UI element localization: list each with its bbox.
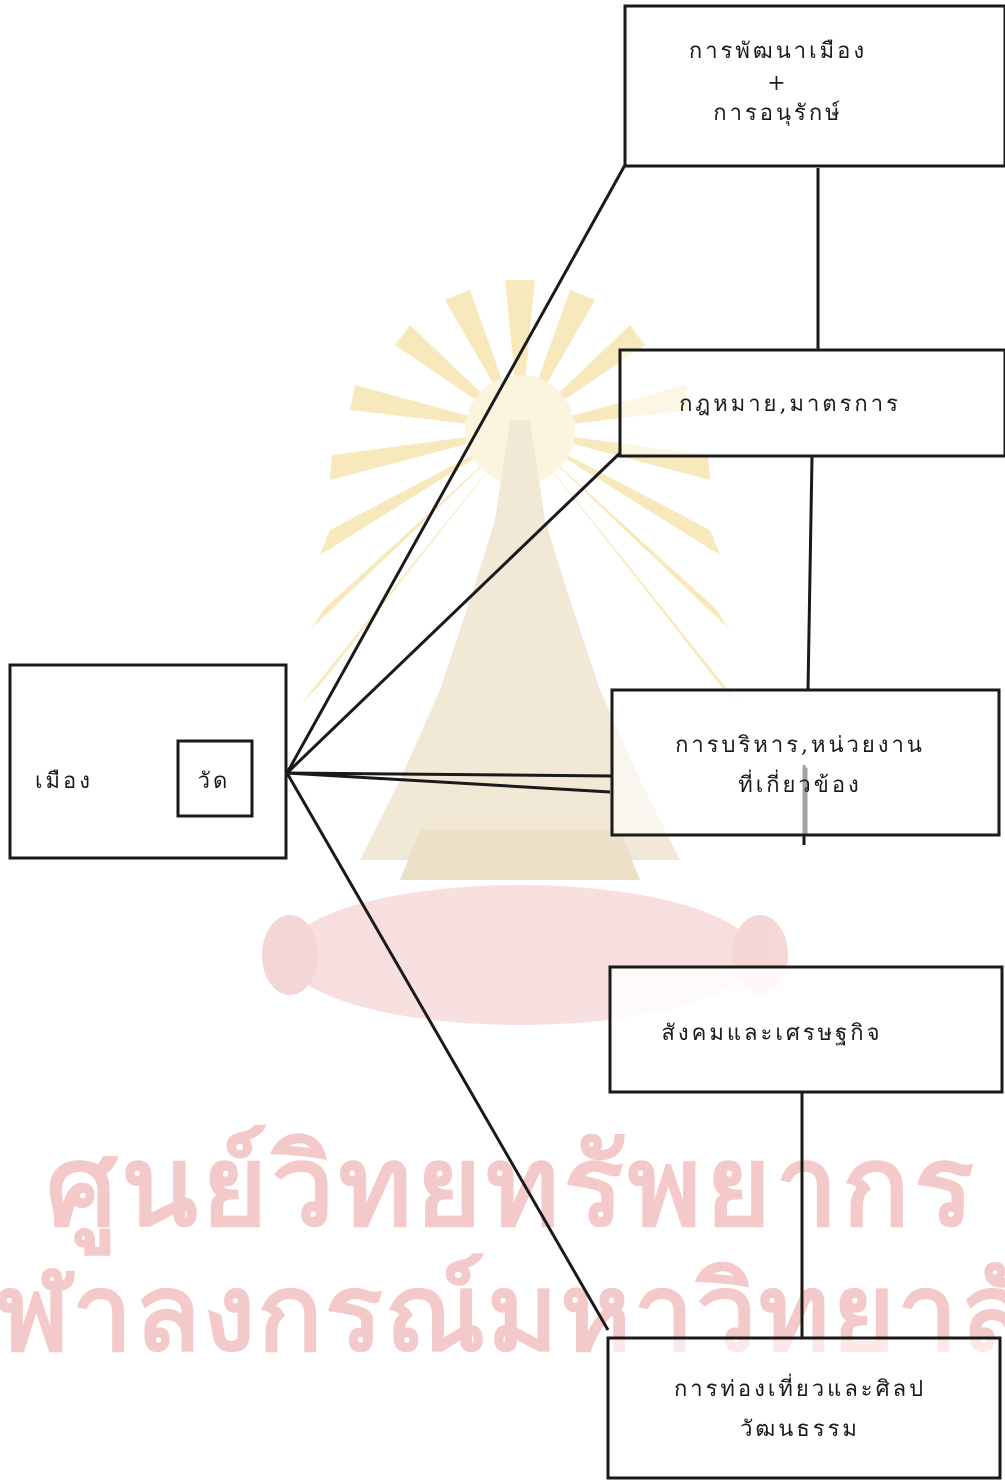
node-dev-conservation-line-2: + — [767, 71, 788, 96]
node-administration-line-1: การบริหาร,หน่วยงาน — [675, 733, 925, 758]
node-tourism-culture-line-1: การท่องเที่ยวและศิลป — [674, 1373, 926, 1402]
node-society-economy-frame-final: สังคมและเศรษฐกิจ — [608, 965, 1004, 1094]
node-administration: การบริหาร,หน่วยงาน ที่เกี่ยวข้อง — [610, 688, 1001, 837]
connector-lines — [285, 164, 627, 1331]
node-dev-conservation: การพัฒนาเมือง + การอนุรักษ์ — [623, 4, 1005, 168]
node-dev-conservation-line-3: การอนุรักษ์ — [713, 101, 842, 126]
connector-to-tourism-culture — [285, 772, 610, 1331]
connector-to-dev-conservation — [285, 164, 627, 774]
city-label: เมือง — [35, 769, 93, 794]
connector-to-administration — [286, 771, 613, 778]
node-dev-conservation-line-1: การพัฒนาเมือง — [689, 39, 867, 64]
temple-label: วัด — [198, 769, 231, 794]
city-box: เมือง วัด — [8, 663, 288, 860]
watermark-emblem — [262, 280, 788, 1025]
temple-box: วัด — [176, 739, 254, 818]
node-tourism-culture-line-2: วัฒนธรรม — [740, 1417, 860, 1442]
node-administration-line-2: ที่เกี่ยวข้อง — [738, 769, 862, 798]
node-law-measures: กฎหมาย,มาตรการ — [618, 348, 1005, 458]
watermark-line-1: ศูนย์วิทยทรัพยากร — [46, 1122, 978, 1256]
node-society-economy-line-1: สังคมและเศรษฐกิจ — [661, 1021, 882, 1046]
node-tourism-culture: การท่องเที่ยวและศิลป วัฒนธรรม — [606, 1336, 1002, 1480]
node-law-measures-line-1: กฎหมาย,มาตรการ — [679, 392, 901, 417]
connector-to-society-economy — [286, 771, 611, 794]
connector-to-law-measures — [285, 451, 622, 775]
